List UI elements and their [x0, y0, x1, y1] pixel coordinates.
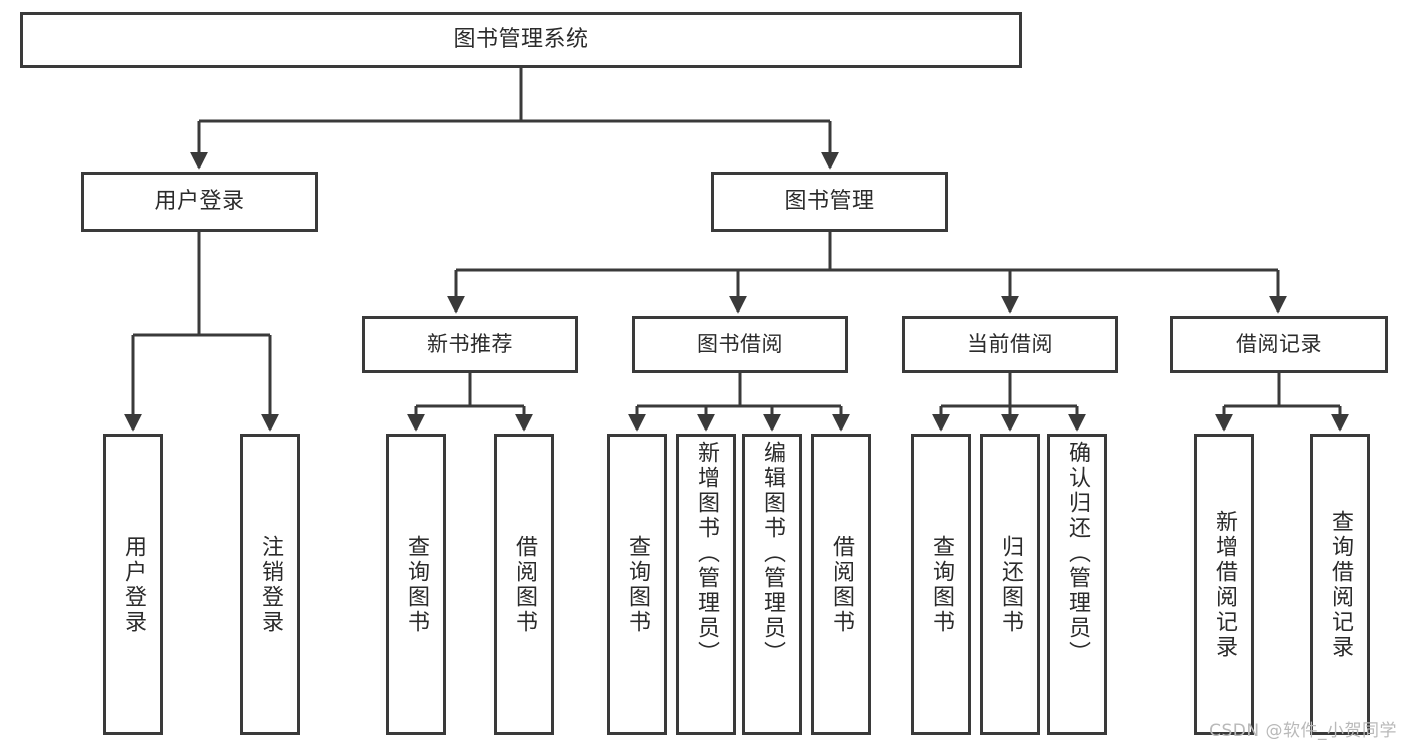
node-label: 编辑图书（管理员）: [759, 441, 785, 666]
leaf-user-logout[interactable]: 注销登录: [240, 434, 300, 735]
node-label: 查询图书: [403, 534, 429, 635]
node-label: 归还图书: [997, 534, 1023, 635]
node-book-borrow[interactable]: 图书借阅: [632, 316, 848, 373]
leaf-confirm-return-admin[interactable]: 确认归还（管理员）: [1047, 434, 1107, 735]
node-label: 用户登录: [154, 189, 245, 215]
node-label: 用户登录: [120, 534, 146, 635]
node-new-book-recommend[interactable]: 新书推荐: [362, 316, 578, 373]
node-label: 查询图书: [624, 534, 650, 635]
node-borrow-record[interactable]: 借阅记录: [1170, 316, 1388, 373]
leaf-borrow-book-new[interactable]: 借阅图书: [494, 434, 554, 735]
leaf-add-book-admin[interactable]: 新增图书（管理员）: [676, 434, 736, 735]
node-current-borrow[interactable]: 当前借阅: [902, 316, 1118, 373]
leaf-user-login[interactable]: 用户登录: [103, 434, 163, 735]
node-label: 新增借阅记录: [1211, 509, 1237, 660]
node-label: 图书管理系统: [453, 27, 589, 53]
node-label: 图书管理: [784, 189, 875, 215]
node-label: 新增图书（管理员）: [693, 441, 719, 666]
node-label: 新书推荐: [427, 332, 513, 357]
leaf-return-book[interactable]: 归还图书: [980, 434, 1040, 735]
node-label: 查询借阅记录: [1327, 509, 1353, 660]
leaf-edit-book-admin[interactable]: 编辑图书（管理员）: [742, 434, 802, 735]
node-label: 借阅图书: [828, 534, 854, 635]
node-label: 当前借阅: [967, 332, 1053, 357]
node-root-system[interactable]: 图书管理系统: [20, 12, 1022, 68]
node-label: 查询图书: [928, 534, 954, 635]
leaf-query-borrow-record[interactable]: 查询借阅记录: [1310, 434, 1370, 735]
leaf-query-book-new[interactable]: 查询图书: [386, 434, 446, 735]
node-label: 确认归还（管理员）: [1064, 441, 1090, 666]
leaf-query-book-borrow[interactable]: 查询图书: [607, 434, 667, 735]
node-label: 图书借阅: [697, 332, 783, 357]
node-label: 注销登录: [257, 534, 283, 635]
node-book-management[interactable]: 图书管理: [711, 172, 948, 232]
leaf-query-book-current[interactable]: 查询图书: [911, 434, 971, 735]
node-label: 借阅记录: [1236, 332, 1322, 357]
node-label: 借阅图书: [511, 534, 537, 635]
csdn-watermark: CSDN @软件_小贺同学: [1209, 721, 1397, 741]
leaf-add-borrow-record[interactable]: 新增借阅记录: [1194, 434, 1254, 735]
leaf-borrow-book[interactable]: 借阅图书: [811, 434, 871, 735]
node-user-login[interactable]: 用户登录: [81, 172, 318, 232]
